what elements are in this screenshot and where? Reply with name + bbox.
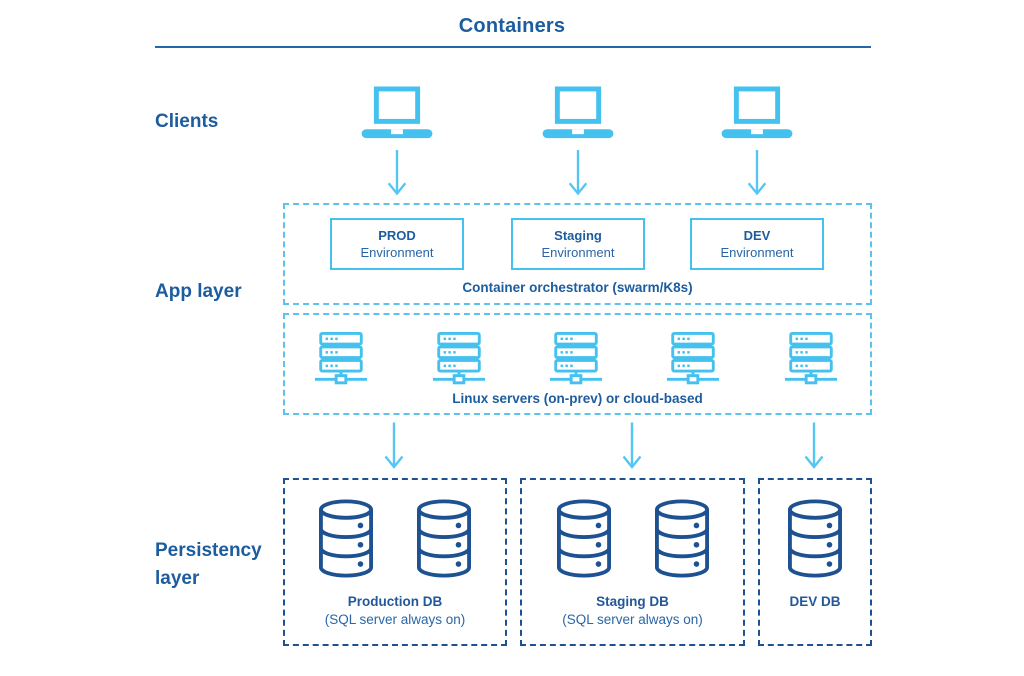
staging-environment-box: Staging Environment [511,218,645,270]
database-cylinder-icon [413,498,475,579]
database-cylinder-icon [651,498,713,579]
arrow-down-icon [620,421,644,470]
server-rack-icon [547,331,605,387]
arrow-down-icon [566,149,590,196]
server-rack-icon [430,331,488,387]
servers-box: Linux servers (on-prev) or cloud-based [283,313,872,415]
dev-environment-sub: Environment [720,245,794,260]
prod-environment-sub: Environment [360,245,434,260]
staging-environment-sub: Environment [541,245,615,260]
arrow-down-icon [802,421,826,470]
production-db-box: Production DB (SQL server always on) [283,478,507,646]
dev-environment-box: DEV Environment [690,218,824,270]
arrow-down-icon [745,149,769,196]
laptop-icon [719,86,795,143]
staging-environment-name: Staging [554,228,602,243]
title-underline [155,46,871,48]
staging-db-box: Staging DB (SQL server always on) [520,478,745,646]
database-cylinder-icon [315,498,377,579]
staging-db-sublabel: (SQL server always on) [562,612,703,627]
dev-db-label: DEV DB [789,594,841,609]
production-db-sublabel: (SQL server always on) [324,612,466,627]
laptop-icon [359,86,435,143]
database-cylinder-icon [784,498,846,579]
production-db-icons [285,498,505,579]
database-cylinder-icon [553,498,615,579]
prod-environment-name: PROD [378,228,416,243]
laptop-icon [540,86,616,143]
app-layer-label: App layer [155,281,242,302]
prod-environment-box: PROD Environment [330,218,464,270]
dev-db-box: DEV DB [758,478,872,646]
persistency-layer-label: Persistency layer [155,540,262,589]
arrow-down-icon [382,421,406,470]
dev-db-icons [760,498,870,579]
arrow-down-icon [385,149,409,196]
orchestrator-caption: Container orchestrator (swarm/K8s) [462,280,693,295]
staging-db-label: Staging DB [596,594,669,609]
staging-db-icons [522,498,743,579]
server-rack-icon [782,331,840,387]
dev-environment-name: DEV [743,228,771,243]
server-rack-icon [312,331,370,387]
clients-layer-label: Clients [155,111,219,132]
server-rack-icon [664,331,722,387]
page-title: Containers [458,15,566,37]
orchestrator-box: PROD Environment Staging Environment DEV… [283,203,872,305]
servers-caption: Linux servers (on-prev) or cloud-based [452,391,703,406]
production-db-label: Production DB [347,594,443,609]
